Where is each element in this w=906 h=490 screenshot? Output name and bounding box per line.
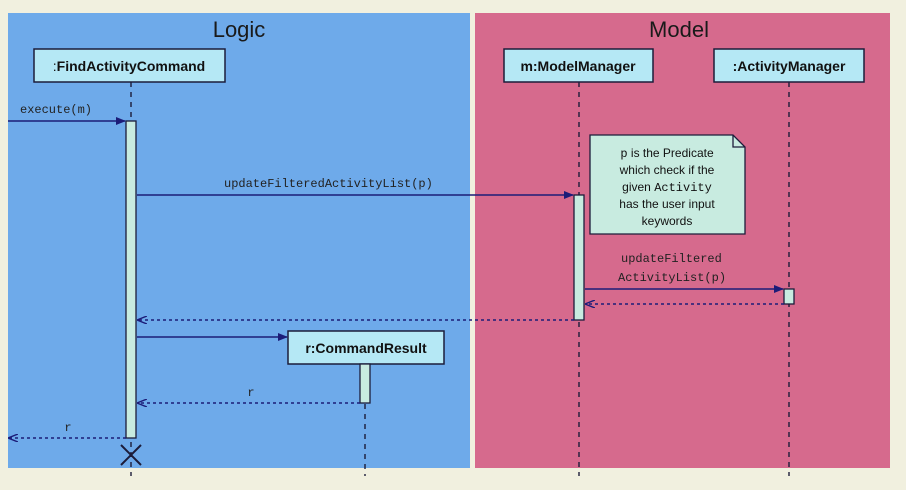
svg-text:has the user input: has the user input bbox=[619, 197, 715, 211]
model-lane bbox=[475, 13, 890, 468]
svg-text:r: r bbox=[64, 421, 71, 435]
model-manager-activation bbox=[573, 194, 585, 321]
logic-lane-title: Logic bbox=[213, 17, 266, 42]
predicate-note: p is the Predicate which check if the gi… bbox=[589, 134, 746, 235]
svg-text:m:ModelManager: m:ModelManager bbox=[520, 58, 636, 74]
command-result-participant: r:CommandResult bbox=[287, 330, 445, 365]
svg-text::ActivityManager: :ActivityManager bbox=[733, 58, 846, 74]
svg-text:p is the Predicate: p is the Predicate bbox=[620, 146, 714, 161]
svg-text:r: r bbox=[247, 386, 254, 400]
svg-text::FindActivityCommand: :FindActivityCommand bbox=[53, 58, 205, 74]
svg-text:execute(m): execute(m) bbox=[20, 103, 92, 117]
find-command-activation bbox=[125, 120, 137, 439]
model-lane-title: Model bbox=[649, 17, 709, 42]
model-manager-participant: m:ModelManager bbox=[503, 48, 654, 83]
update-filtered-activity-list-message: updateFilteredActivityList(p) bbox=[137, 177, 574, 199]
svg-text:which check if the: which check if the bbox=[619, 163, 715, 177]
svg-text:updateFilteredActivityList(p): updateFilteredActivityList(p) bbox=[224, 177, 433, 191]
command-result-activation bbox=[359, 363, 371, 404]
activity-manager-participant: :ActivityManager bbox=[713, 48, 865, 83]
svg-text:updateFiltered: updateFiltered bbox=[621, 252, 722, 266]
command-result-return-message: r bbox=[138, 386, 360, 403]
svg-text:given Activity: given Activity bbox=[622, 180, 712, 195]
update-filtered-to-activity-manager-message: updateFiltered ActivityList(p) bbox=[585, 252, 784, 293]
execute-message: execute(m) bbox=[8, 103, 126, 125]
logic-lane bbox=[8, 13, 470, 468]
svg-text:r:CommandResult: r:CommandResult bbox=[305, 340, 427, 356]
find-command-participant: :FindActivityCommand bbox=[33, 48, 226, 83]
destroy-x-icon bbox=[120, 444, 142, 466]
final-return-message: r bbox=[9, 421, 126, 438]
activity-manager-activation bbox=[783, 288, 795, 305]
svg-text:ActivityList(p): ActivityList(p) bbox=[618, 271, 726, 285]
svg-text:keywords: keywords bbox=[642, 214, 693, 228]
